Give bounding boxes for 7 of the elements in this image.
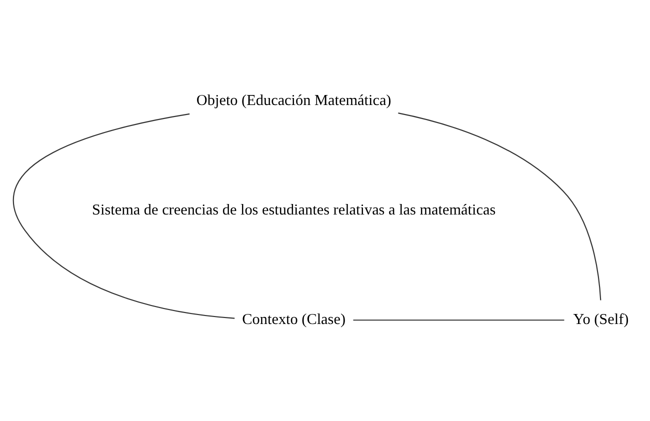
connector [353,320,564,321]
node-text: Yo (Self) [573,311,629,328]
label: Sistema de creencias de los estudiantes relativas a las matemáticas [92,202,496,219]
node-text: Contexto (Clase) [242,311,346,328]
connector [13,113,235,319]
connector [398,112,602,300]
node-text: Objeto (Educación Matemática) [196,92,392,109]
